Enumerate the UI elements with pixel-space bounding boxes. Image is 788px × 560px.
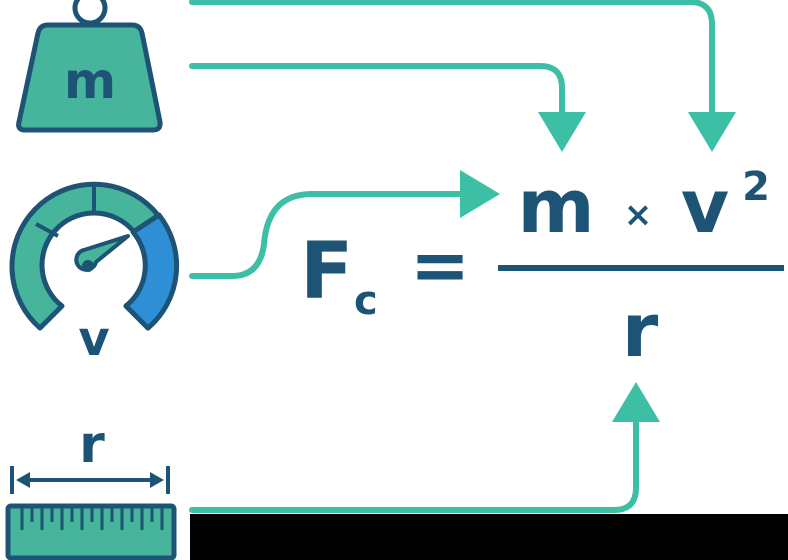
ruler-label: r bbox=[79, 415, 105, 475]
dimension-arrow-left bbox=[16, 472, 30, 488]
black-bar bbox=[190, 514, 788, 560]
weight-body bbox=[16, 22, 163, 133]
denominator-radius: r bbox=[622, 288, 659, 374]
force-symbol: F bbox=[300, 227, 353, 317]
arrowhead-denominator bbox=[612, 382, 660, 422]
gauge-label: v bbox=[78, 311, 109, 367]
arrow-mass-to-velocity-slot bbox=[189, 0, 715, 123]
weight-icon: m bbox=[16, 0, 163, 133]
weight-label: m bbox=[64, 52, 116, 110]
velocity-exponent: 2 bbox=[742, 164, 770, 210]
arrow-velocity-to-numerator bbox=[189, 191, 473, 279]
formula: F c = m × v 2 r bbox=[300, 164, 784, 374]
dimension-arrow-right bbox=[150, 472, 164, 488]
arrow-mass-to-numerator bbox=[189, 63, 565, 123]
numerator-velocity: v bbox=[681, 164, 729, 250]
force-subscript: c bbox=[354, 278, 378, 324]
speedometer-icon: v bbox=[9, 181, 180, 367]
gauge-pivot bbox=[82, 260, 94, 272]
weight-ring bbox=[72, 0, 108, 26]
times-sign: × bbox=[624, 195, 653, 235]
equals-sign: = bbox=[410, 223, 470, 307]
arrowhead-velocity bbox=[460, 170, 500, 218]
arrowhead-numerator bbox=[538, 112, 586, 152]
arrow-radius-to-denominator bbox=[189, 407, 639, 513]
gauge-high-segment bbox=[123, 212, 180, 331]
arrowhead-velocity-slot bbox=[688, 112, 736, 152]
flow-arrows bbox=[189, 0, 736, 513]
ruler-ticks bbox=[20, 508, 164, 530]
ruler-icon: r bbox=[5, 415, 177, 560]
gauge-tick bbox=[35, 222, 59, 238]
numerator-mass: m bbox=[517, 164, 594, 250]
